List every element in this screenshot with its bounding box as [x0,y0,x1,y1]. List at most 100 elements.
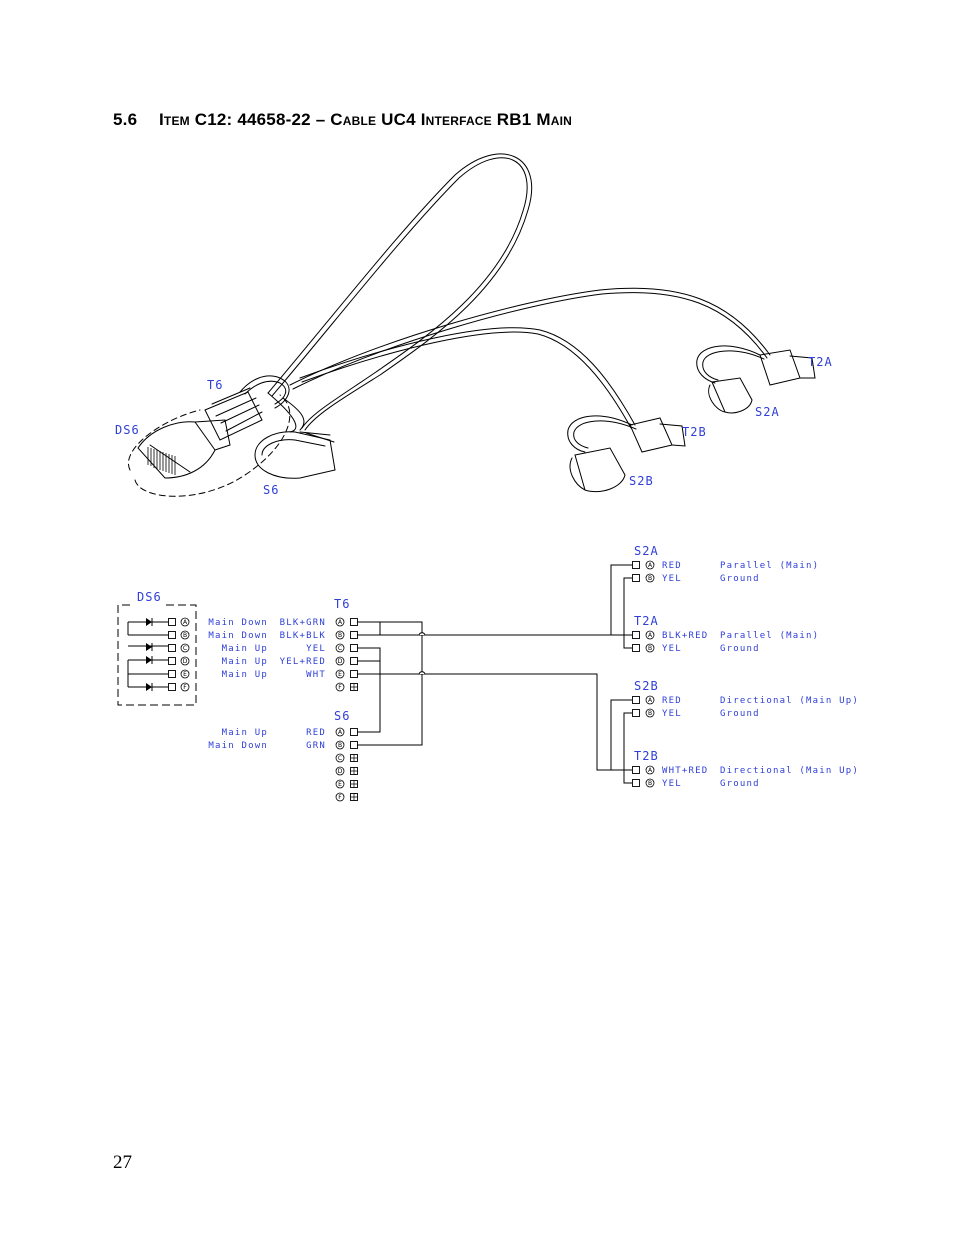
group-function-label: Directional (Main Up) [720,696,859,706]
t6-pin-circle [335,617,345,627]
ds6-pin-circle [180,682,190,692]
group-wire-label: RED [662,561,682,571]
s6-terminal-cross [350,780,358,788]
group-title: T2B [634,749,659,763]
ds6-pin-circle [180,656,190,666]
label-t6: T6 [207,378,223,392]
group-pin-circle [645,708,655,718]
s6-function-label: Main Up [222,728,268,738]
t6-pin-letter: B [338,632,342,639]
t6-terminal [350,631,358,639]
group-function-label: Directional (Main Up) [720,766,859,776]
ds6-pin-square [168,670,176,678]
label-s2a: S2A [755,405,780,419]
label-t2b: T2B [682,425,707,439]
t6-pin-letter: D [338,658,343,665]
ds6-pin-circle [180,617,190,627]
t6-terminal [350,644,358,652]
group-title: S2B [634,679,659,693]
group-wire-label: YEL [662,779,682,789]
label-s2b: S2B [629,474,654,488]
page-number: 27 [113,1152,132,1173]
group-function-label: Parallel (Main) [720,561,819,571]
group-pin-letter: B [648,780,652,787]
group-wire-label: WHT+RED [662,766,708,776]
t6-pin-letter: E [338,671,342,678]
s6-terminal [350,741,358,749]
group-pin-letter: B [648,575,652,582]
group-terminal [632,779,640,787]
s6-terminal-cross [350,793,358,801]
s6-pin-letter: D [338,768,343,775]
group-pin-letter: A [648,562,653,569]
t6-wire-label: BLK+BLK [280,631,326,641]
wiring-lines [357,564,632,784]
group-pin-circle [645,778,655,788]
ds6-pin-square [168,657,176,665]
group-wire-label: YEL [662,709,682,719]
group-pin-letter: A [648,767,653,774]
ds6-pin-letter: F [183,684,187,691]
ds6-pin-square [168,644,176,652]
s6-terminal-cross [350,754,358,762]
s6-pin-letter: B [338,742,342,749]
t6-pin-circle [335,656,345,666]
s6-pin-circle [335,740,345,750]
s6-pin-circle [335,766,345,776]
ds6-pin-circle [180,643,190,653]
label-t2a: T2A [808,355,833,369]
t6-wire-label: WHT [306,670,326,680]
group-function-label: Ground [720,644,760,654]
s6-wire-label: GRN [306,741,326,751]
group-function-label: Ground [720,709,760,719]
group-terminal [632,766,640,774]
t6-terminal-cross [350,683,358,691]
t6-function-label: Main Up [222,644,268,654]
t6-wire-label: BLK+GRN [280,618,326,628]
ds6-pin-letter: D [183,658,188,665]
group-pin-circle [645,695,655,705]
s6-pin-circle [335,753,345,763]
group-pin-letter: A [648,697,653,704]
group-terminal [632,696,640,704]
group-wire-label: RED [662,696,682,706]
s6-pin-circle [335,792,345,802]
ds6-pin-square [168,631,176,639]
label-s6: S6 [263,483,279,497]
group-wire-label: YEL [662,644,682,654]
t6-pin-circle [335,643,345,653]
ds6-pin-circle [180,630,190,640]
group-terminal [632,574,640,582]
ds6-pin-circle [180,669,190,679]
s6-pin-circle [335,779,345,789]
s6-title: S6 [334,709,350,723]
t6-wire-label: YEL [306,644,326,654]
t6-pin-letter: C [338,645,342,652]
t6-pin-letter: F [338,684,342,691]
group-title: S2A [634,544,659,558]
s6-wire-label: RED [306,728,326,738]
group-function-label: Ground [720,779,760,789]
group-pin-circle [645,560,655,570]
ds6-title: DS6 [137,590,162,604]
group-pin-letter: B [648,645,652,652]
t6-function-label: Main Down [208,631,268,641]
ds6-pin-letter: C [183,645,187,652]
t6-function-label: Main Down [208,618,268,628]
ds6-box [117,604,197,706]
t6-title: T6 [334,597,350,611]
s6-terminal-cross [350,767,358,775]
group-pin-letter: A [648,632,653,639]
group-wire-label: BLK+RED [662,631,708,641]
group-wire-label: YEL [662,574,682,584]
t6-function-label: Main Up [222,657,268,667]
s6-pin-circle [335,727,345,737]
t6-function-label: Main Up [222,670,268,680]
s6-function-label: Main Down [208,741,268,751]
group-terminal [632,561,640,569]
group-terminal [632,631,640,639]
group-function-label: Ground [720,574,760,584]
group-title: T2A [634,614,659,628]
